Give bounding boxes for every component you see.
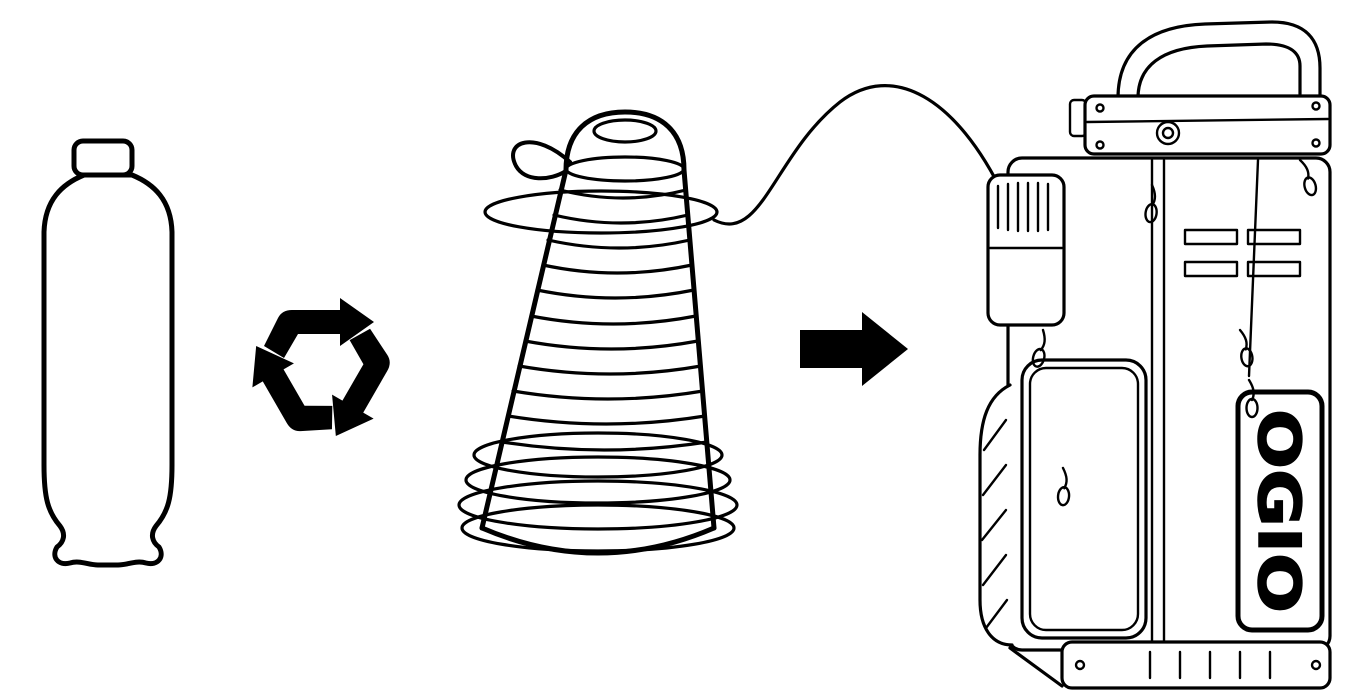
thread-line (712, 84, 1006, 226)
bottle-body (41, 172, 175, 568)
plastic-bottle-icon (41, 138, 175, 568)
brand-label: OGIO (1245, 409, 1313, 613)
arrow-right-icon (800, 312, 908, 386)
bottle-cap (71, 138, 135, 178)
golf-bag-icon: OGIO (978, 20, 1332, 690)
recycle-icon (235, 298, 412, 454)
thread-spool-icon (457, 84, 1006, 556)
brand-panel (1235, 389, 1325, 633)
